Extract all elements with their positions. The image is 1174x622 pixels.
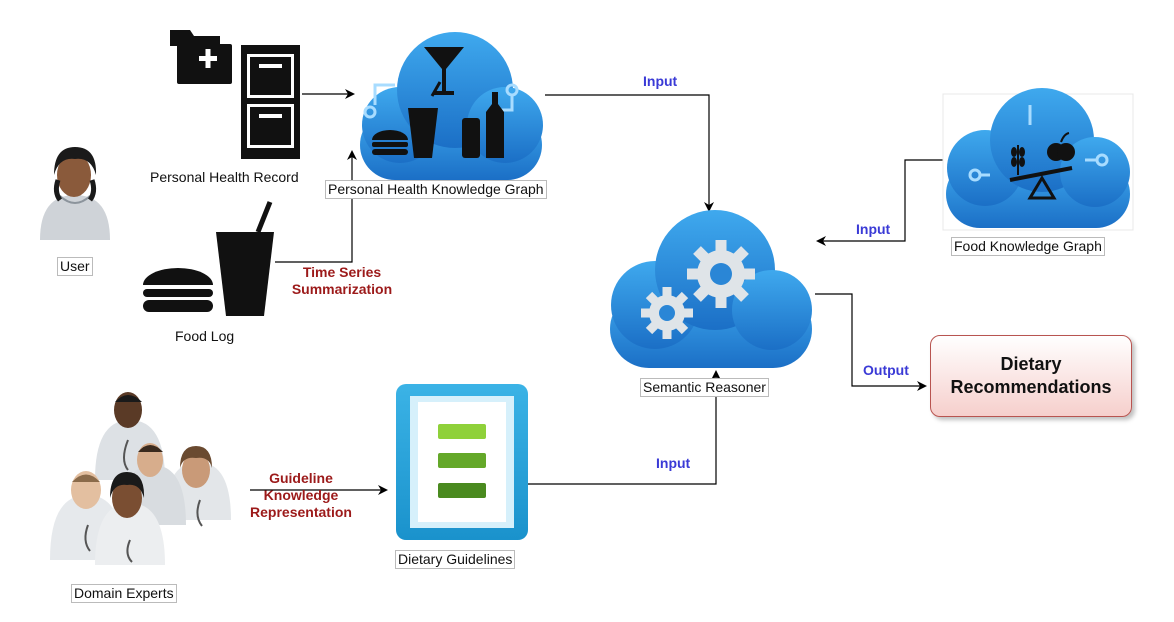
cocktail-glass-icon [424,47,464,95]
label-food-log: Food Log [175,328,235,344]
dietary-recommendations-label: Dietary Recommendations [950,354,1112,397]
edge-reasoner-to-output [815,293,927,391]
label-food-kg: Food Knowledge Graph [951,237,1105,256]
edge-label-input-food-kg: Input [856,221,891,237]
burger-icon [372,130,408,155]
edge-label-output: Output [863,362,909,378]
balance-scale-icon [1009,166,1073,200]
reasoner-cloud [610,210,812,368]
bottle-icon [462,92,504,158]
gear-icon [687,240,755,308]
edge-phkg-to-reasoner [545,94,714,212]
label-personal-health-kg: Personal Health Knowledge Graph [325,180,547,199]
label-semantic-reasoner: Semantic Reasoner [640,378,769,397]
drink-icon [408,81,442,158]
food-log-burger-icon [143,268,213,312]
filing-cabinet-icon [241,45,300,159]
edge-label-guideline-kr: Guideline Knowledge Representation [250,470,352,520]
label-dietary-guidelines: Dietary Guidelines [395,550,516,569]
cloud-icon [360,32,543,180]
food-kg-cloud [942,88,1134,231]
edge-label-time-series: Time Series Summarization [291,264,393,297]
user-icon [40,147,110,240]
edges [250,89,944,495]
wheat-icon [1011,145,1025,175]
edge-foodkg-to-reasoner [816,159,944,246]
doctors-icon [50,392,231,565]
folder-plus-icon [170,30,232,84]
phkg-cloud [360,32,543,180]
checklist-icon [396,384,528,540]
label-domain-experts: Domain Experts [71,584,177,603]
gear-icon [641,287,693,339]
dietary-recommendations-box: Dietary Recommendations [930,335,1132,417]
cloud-icon [946,88,1130,228]
apple-icon [1047,132,1075,161]
food-log-drink-icon [216,201,274,316]
edge-label-input-phkg: Input [643,73,678,89]
edge-guidelines-to-reasoner [528,370,721,485]
label-personal-health-record: Personal Health Record [150,169,299,185]
edge-label-input-guidelines: Input [656,455,691,471]
label-user: User [57,257,93,276]
